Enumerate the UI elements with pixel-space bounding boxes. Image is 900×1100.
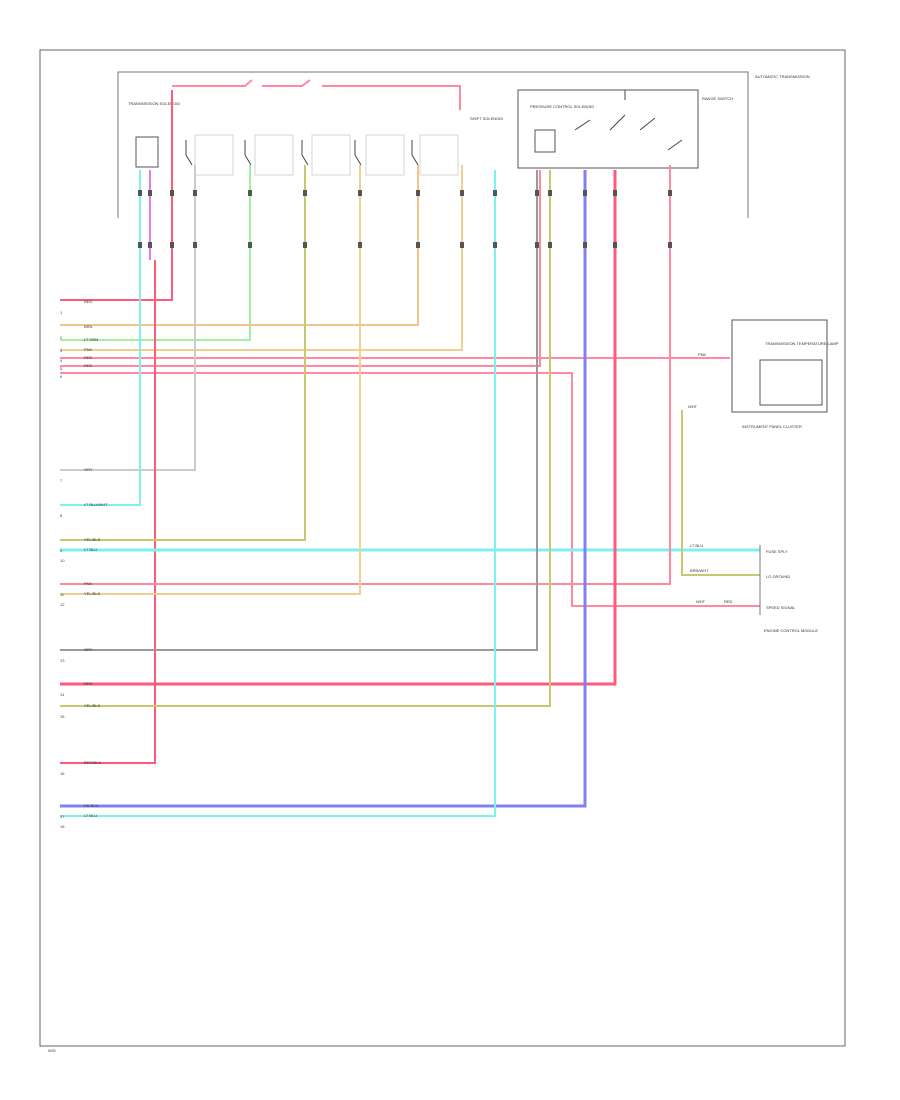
left-pin-number: 7 xyxy=(60,478,63,483)
left-wire-label: RED xyxy=(84,299,93,304)
wire-gry xyxy=(60,165,196,471)
left-wire-label: GRY xyxy=(84,467,93,472)
wire-red-1 xyxy=(60,90,173,301)
solenoid-switch-group xyxy=(185,134,459,176)
ecm-title: ENGINE CONTROL MODULE xyxy=(764,628,818,633)
left-pin-number: 2 xyxy=(60,335,63,340)
left-pin-number: 6 xyxy=(60,374,63,379)
wire-yel-blk-2 xyxy=(60,165,361,595)
left-wire-label: LT BLU xyxy=(84,547,97,552)
left-pin-number: 1 xyxy=(60,310,63,315)
ecm-pin1: FUSE SPLY xyxy=(766,549,788,554)
left-pin-number: 8 xyxy=(60,513,63,518)
right-wire-label-3: BRN/WHT xyxy=(690,568,709,573)
diagram-frame xyxy=(39,49,846,1047)
right-wire-label-4: LT BLU xyxy=(690,543,703,548)
left-pin-number: 14 xyxy=(60,692,65,697)
wire-pnk-2 xyxy=(60,165,671,585)
wire-pnk-tan xyxy=(60,165,463,351)
wire-lt-grn xyxy=(60,165,251,341)
range-switch-contacts xyxy=(574,90,683,151)
top-right-module-label: AUTOMATIC TRANSMISSION xyxy=(755,74,810,79)
wire-lt-blu-2 xyxy=(60,170,496,817)
ipc-item-label: TRANSMISSION TEMPERATURE LAMP xyxy=(765,341,839,346)
footer-code: W/D xyxy=(48,1048,56,1053)
left-wire-label: RED xyxy=(84,681,93,686)
module-d-label: RANGE SWITCH xyxy=(702,96,733,101)
left-pin-number: 4 xyxy=(60,358,63,363)
wire-top-bus xyxy=(172,79,461,110)
left-wire-label: LT GRN xyxy=(84,337,98,342)
left-wire-label: RED/BLK xyxy=(84,760,101,765)
left-pin-number: 9 xyxy=(60,548,63,553)
module-c-label: PRESSURE CONTROL SOLENOID xyxy=(530,104,594,109)
module-b-label: SHIFT SOLENOID xyxy=(470,116,503,121)
left-wire-label: PNK xyxy=(84,347,93,352)
wire-dk-blu xyxy=(60,170,587,808)
module-a-label: TRANSMISSION SOLENOID xyxy=(128,101,180,106)
left-wire-label: BRN xyxy=(84,324,93,329)
right-wire-label-1: PNK xyxy=(698,352,707,357)
wire-gry-2 xyxy=(60,170,538,651)
range-switch-box xyxy=(517,89,699,169)
wire-red-3 xyxy=(60,372,760,607)
transmission-bracket xyxy=(117,71,749,218)
ipc-box xyxy=(731,319,828,413)
wire-lt-blu-wht xyxy=(60,170,141,506)
right-wire-label-2: WHT xyxy=(688,404,698,409)
left-pin-number: 16 xyxy=(60,771,65,776)
left-wire-label: YEL/BLK xyxy=(84,703,101,708)
left-pin-number: 3 xyxy=(60,348,63,353)
ipc-inner-box xyxy=(759,359,823,406)
right-wire-label-6: RED xyxy=(724,599,733,604)
left-wire-label: PNK xyxy=(84,581,93,586)
wire-red-blk xyxy=(60,260,156,764)
wire-yel-blk-1 xyxy=(60,165,306,541)
left-pin-number: 11 xyxy=(60,592,65,597)
left-pin-number: 13 xyxy=(60,658,65,663)
left-pin-number: 15 xyxy=(60,714,65,719)
ecm-pin2: LO GROUND xyxy=(766,574,790,579)
ipc-title-label: INSTRUMENT PANEL CLUSTER xyxy=(742,424,802,429)
left-pin-number: 18 xyxy=(60,824,65,829)
ecm-pin3: SPEED SIGNAL xyxy=(766,605,796,610)
range-switch-inner xyxy=(534,129,556,153)
left-wire-label: RED xyxy=(84,355,93,360)
wire-yel-blk-3 xyxy=(60,170,551,707)
left-pin-number: 10 xyxy=(60,558,65,563)
wire-red-2 xyxy=(60,170,541,367)
left-pin-number: 5 xyxy=(60,366,63,371)
connector-markers xyxy=(138,190,672,248)
wire-red-4 xyxy=(60,170,617,686)
left-wire-label: YEL/BLK xyxy=(84,591,101,596)
left-pin-number: 17 xyxy=(60,814,65,819)
left-wire-label: LT BLU/WHT xyxy=(84,502,108,507)
right-wire-label-5: WHT xyxy=(696,599,706,604)
left-wire-label: LT BLU xyxy=(84,813,97,818)
wire-brn xyxy=(60,165,419,326)
left-wire-label: DK BLU xyxy=(84,803,99,808)
left-pin-number: 12 xyxy=(60,602,65,607)
wire-brn-wht xyxy=(681,410,760,576)
module-a-box xyxy=(135,136,159,168)
left-wire-label: YEL/BLK xyxy=(84,537,101,542)
left-wire-label: GRY xyxy=(84,647,93,652)
left-wire-label: RED xyxy=(84,363,93,368)
